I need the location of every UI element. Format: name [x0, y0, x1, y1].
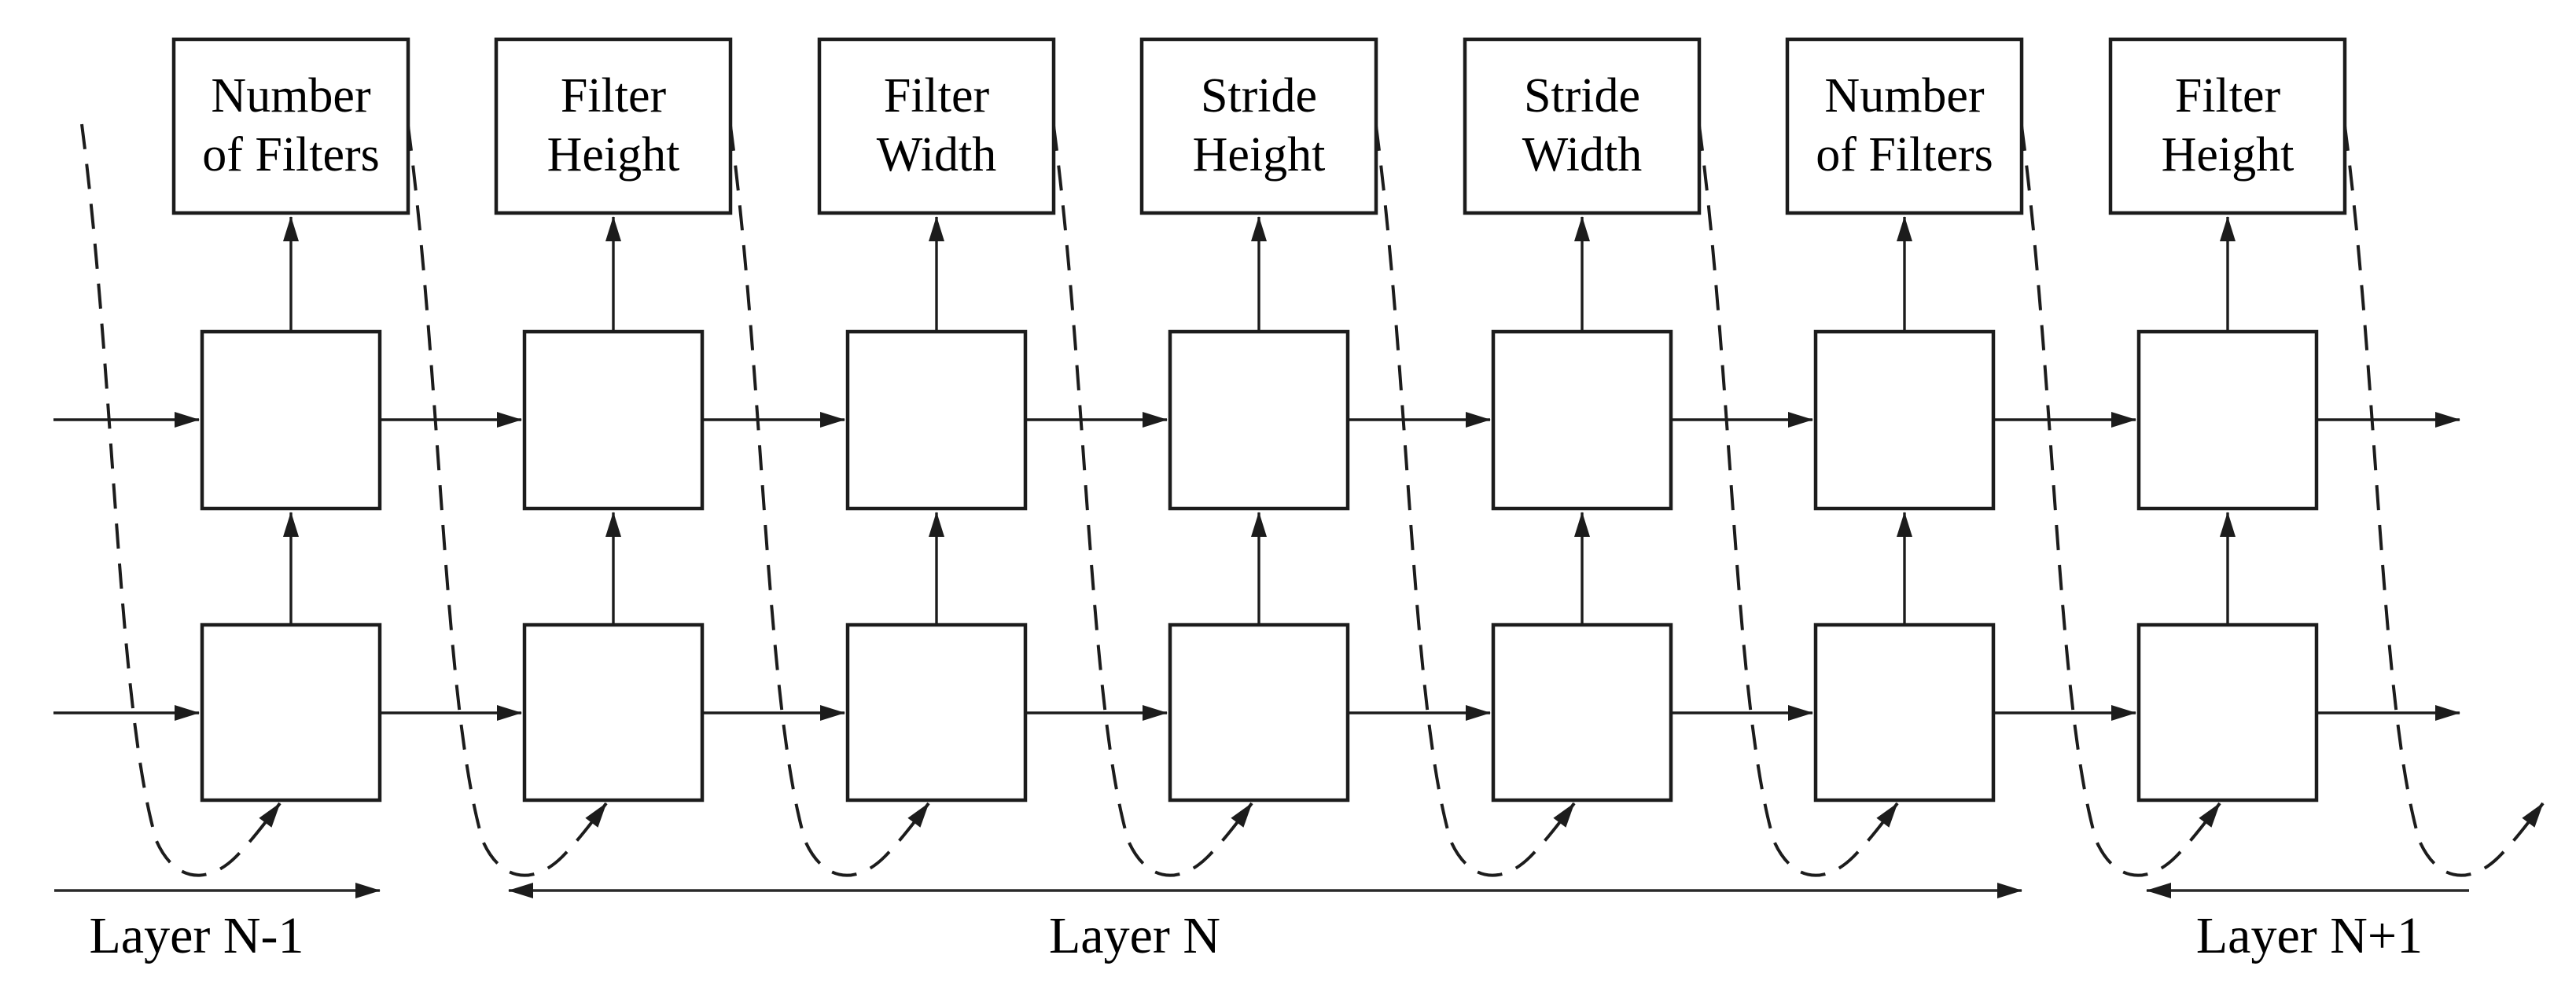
hyperparameter-label-box: [1463, 37, 1702, 215]
hyperparameter-label-box: [2108, 37, 2347, 215]
hyperparameter-label-box: [1139, 37, 1378, 215]
recurrent-feedback-arrow: [2020, 125, 2221, 877]
recurrent-feedback-arrow: [1698, 125, 1899, 877]
hyperparameter-label-line1: Filter: [561, 69, 667, 123]
hyperparameter-label-box: [494, 37, 733, 215]
rnn-cell-lower: [200, 623, 382, 803]
recurrent-feedback-arrows: [80, 123, 2545, 877]
hyperparameter-label-line1: Stride: [1524, 69, 1640, 123]
hyperparameter-label-box: [1785, 37, 2024, 215]
hyperparameter-label-box: [817, 37, 1056, 215]
hyperparameter-label-line2: of Filters: [202, 128, 380, 182]
layer-spans: Layer N-1 Layer N Layer N+1: [54, 883, 2469, 964]
hyperparameter-label-line1: Number: [211, 69, 371, 123]
hyperparameter-label-line2: Height: [2162, 128, 2294, 182]
hyperparameter-label-line1: Stride: [1201, 69, 1317, 123]
rnn-cell-lower: [522, 623, 705, 803]
rnn-cell-upper: [522, 329, 705, 511]
hyperparameter-label-line2: Height: [1193, 128, 1326, 182]
rnn-cell-lower: [1813, 623, 1996, 803]
rnn-cell-upper: [200, 329, 382, 511]
hyperparameter-label-line2: Width: [877, 128, 997, 182]
rnn-cell-lower: [1491, 623, 1673, 803]
recurrent-feedback-arrow: [1052, 125, 1253, 877]
recurrent-feedback-arrow: [1374, 125, 1576, 877]
recurrent-feedback-arrow: [407, 125, 608, 877]
rnn-cell-lower: [1168, 623, 1350, 803]
recurrent-feedback-arrow: [2343, 125, 2545, 877]
hyperparameter-label-line2: of Filters: [1816, 128, 1993, 182]
rnn-cell-lower: [2136, 623, 2319, 803]
recurrent-feedback-arrow: [80, 123, 282, 877]
layer-label-n-minus-1: Layer N-1: [89, 907, 304, 964]
layer-label-n-plus-1: Layer N+1: [2196, 907, 2423, 964]
hyperparameter-label-box: [171, 37, 410, 215]
rnn-cell-upper: [1168, 329, 1350, 511]
hyperparameter-label-line1: Filter: [2175, 69, 2281, 123]
rnn-cell-upper: [1491, 329, 1673, 511]
recurrent-feedback-arrow: [729, 125, 930, 877]
rnn-cell-lower: [845, 623, 1028, 803]
rnn-cell-upper: [1813, 329, 1996, 511]
rnn-cell-upper: [845, 329, 1028, 511]
hyperparameter-label-line1: Filter: [884, 69, 990, 123]
rnn-cell-upper: [2136, 329, 2319, 511]
hyperparameter-label-line2: Width: [1522, 128, 1643, 182]
hyperparameter-label-line1: Number: [1824, 69, 1985, 123]
hyperparameter-label-line2: Height: [547, 128, 680, 182]
layer-label-n: Layer N: [1049, 907, 1220, 964]
